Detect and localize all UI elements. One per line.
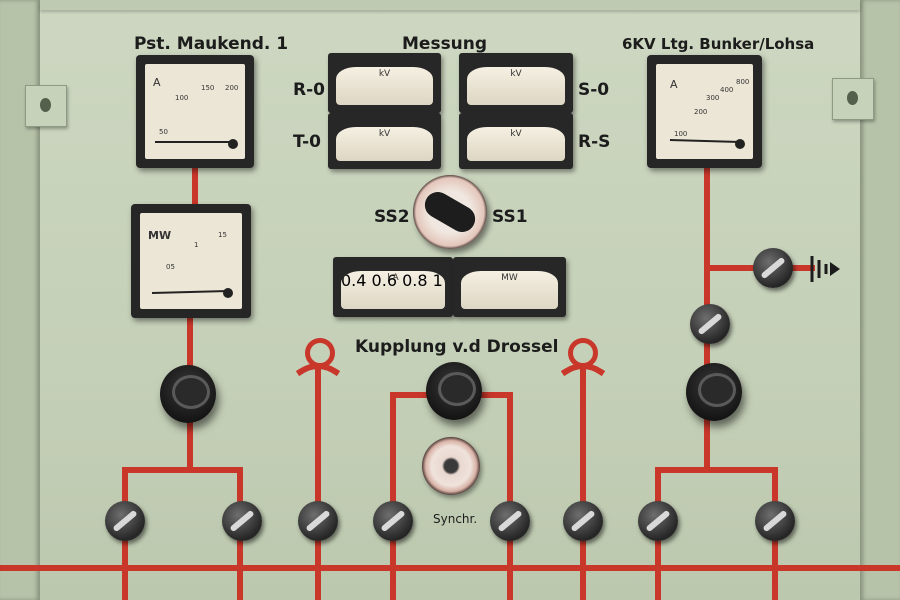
disconnector-knob[interactable] <box>690 304 730 344</box>
synchronize-button[interactable] <box>422 437 480 495</box>
left-mw-needle <box>151 288 233 298</box>
disconnector-knob[interactable] <box>373 501 413 541</box>
left-ammeter-tick: 150 <box>201 84 215 92</box>
disconnector-knob[interactable] <box>105 501 145 541</box>
kv-meter-t0: kV <box>328 113 441 169</box>
left-ammeter: A 50 100 150 200 <box>136 55 254 168</box>
left-hinge <box>25 85 67 127</box>
coupling-mw-unit: MW <box>501 273 518 283</box>
disconnector-knob[interactable] <box>755 501 795 541</box>
kv-meter-r0: kV <box>328 53 441 113</box>
left-mw-tick: 1 <box>194 241 199 249</box>
right-circuit-breaker[interactable] <box>686 347 742 421</box>
left-ammeter-needle <box>155 139 238 149</box>
ground-symbol-icon <box>810 256 840 282</box>
left-ammeter-tick: 100 <box>175 94 189 102</box>
disconnector-knob[interactable] <box>638 501 678 541</box>
disconnector-knob[interactable] <box>490 501 530 541</box>
kv-meter-s0: kV <box>459 53 573 113</box>
left-mw-tick: 05 <box>166 263 175 271</box>
disconnector-knob[interactable] <box>222 501 262 541</box>
right-ammeter-needle <box>669 139 745 149</box>
earthing-switch-knob[interactable] <box>753 248 793 288</box>
left-mw-tick: 15 <box>218 231 227 239</box>
left-ammeter-tick: 50 <box>159 128 168 136</box>
label-t0: T-0 <box>293 132 321 152</box>
label-s0: S-0 <box>578 80 610 100</box>
left-mw-meter: MW 05 1 15 <box>131 204 251 318</box>
right-ammeter-tick: 300 <box>706 94 720 102</box>
coupling-ka-tick: 0.8 <box>402 271 428 290</box>
coupling-ka-tick: 0.6 <box>371 271 397 290</box>
measurement-title: Messung <box>402 34 488 54</box>
right-ammeter: A 100 200 300 400 800 <box>647 55 762 168</box>
coupling-ka-tick: 0.4 <box>341 271 367 290</box>
right-feeder-title: 6KV Ltg. Bunker/Lohsa <box>622 35 815 53</box>
kv-r0-unit: kV <box>378 69 391 79</box>
kv-meter-rs: kV <box>459 113 573 169</box>
coupling-ka-meter: kA 0.4 0.6 0.8 1 <box>333 257 453 317</box>
left-circuit-breaker[interactable] <box>160 349 216 423</box>
disconnector-knob[interactable] <box>563 501 603 541</box>
label-ss1: SS1 <box>492 207 528 227</box>
right-ammeter-tick: 200 <box>694 108 708 116</box>
coupling-circuit-breaker[interactable] <box>426 346 482 420</box>
coupling-label: Kupplung v.d Drossel <box>355 337 559 357</box>
left-ammeter-unit: A <box>153 76 161 89</box>
feeder-ring-left <box>305 338 335 368</box>
right-ammeter-tick: 800 <box>736 78 750 86</box>
right-ammeter-tick: 100 <box>674 130 688 138</box>
label-ss2: SS2 <box>374 207 410 227</box>
disconnector-knob[interactable] <box>298 501 338 541</box>
right-ammeter-unit: A <box>670 78 678 91</box>
left-feeder-title: Pst. Maukend. 1 <box>134 34 289 54</box>
kv-rs-unit: kV <box>510 129 522 139</box>
synch-label: Synchr. <box>433 512 478 526</box>
left-mw-unit: MW <box>148 229 172 242</box>
kv-s0-unit: kV <box>510 69 522 79</box>
coupling-mw-meter: MW <box>453 257 566 317</box>
kv-t0-unit: kV <box>378 129 391 139</box>
feeder-ring-right <box>568 338 598 368</box>
selector-handle[interactable] <box>420 187 480 237</box>
right-ammeter-tick: 400 <box>720 86 734 94</box>
label-r0: R-0 <box>293 80 325 100</box>
coupling-ka-unit: kA <box>387 273 399 283</box>
label-rs: R-S <box>578 132 611 152</box>
coupling-ka-tick: 1 <box>432 271 443 290</box>
voltage-selector-switch[interactable] <box>413 175 487 249</box>
right-hinge <box>832 78 874 120</box>
left-ammeter-tick: 200 <box>225 84 239 92</box>
top-frame-rail <box>40 0 860 10</box>
